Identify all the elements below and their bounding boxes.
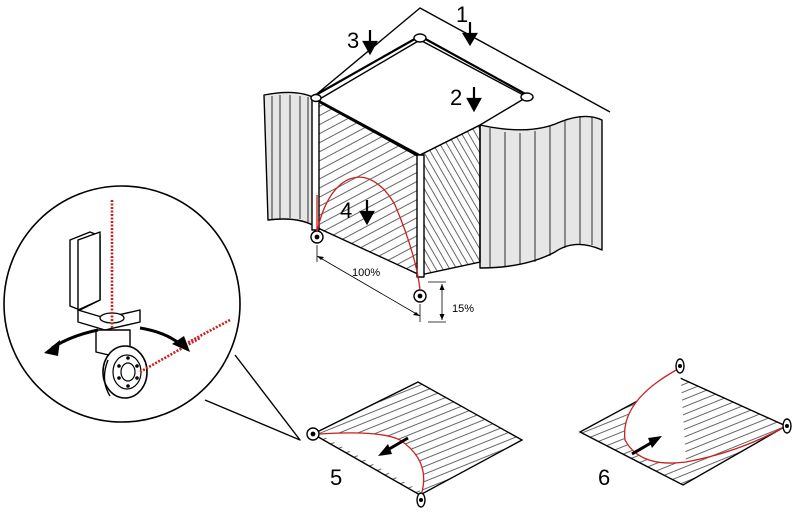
sag-dimension <box>428 281 446 323</box>
step-5-pulley-left <box>306 427 320 441</box>
step-1-label: 1 <box>456 2 468 27</box>
center-post <box>416 154 425 278</box>
step-6-pulley-top <box>675 358 685 374</box>
span-dimension <box>316 245 421 322</box>
top-pulley-back <box>413 33 427 43</box>
step-1-arrow <box>462 22 478 47</box>
step-6-pulley-right <box>782 418 792 434</box>
step-5-panel: 5 <box>306 381 524 508</box>
top-pulley-left <box>310 93 322 103</box>
step-5-label: 5 <box>330 465 342 490</box>
span-label: 100% <box>352 267 380 279</box>
step-4-label: 4 <box>340 198 352 223</box>
step-4-arrow <box>359 200 375 226</box>
step-3-arrow <box>362 30 378 56</box>
right-drape-panel <box>479 115 603 269</box>
sag-label: 15% <box>452 303 474 315</box>
step-5-hatched-sheet <box>311 381 524 496</box>
detail-pulley-wheel <box>102 345 148 399</box>
pulley-detail-callout <box>3 185 301 441</box>
top-face <box>317 39 528 156</box>
step-6-label: 6 <box>598 465 610 490</box>
truss-frame-outer <box>311 7 611 113</box>
top-pulley-right <box>520 92 534 102</box>
step-5-pulley-bottom <box>416 492 426 508</box>
chain-sag-curve <box>316 176 421 291</box>
detail-chain-diagonal-b <box>184 318 231 346</box>
step-3-label: 3 <box>347 28 359 53</box>
step-2-label: 2 <box>450 85 462 110</box>
truss-stage-illustration: 100% 15% 1 2 3 4 <box>263 2 611 323</box>
left-post <box>311 97 320 231</box>
bottom-left-pulley <box>310 230 324 244</box>
step-6-panel: 6 <box>578 358 792 490</box>
step-2-arrow <box>466 87 482 113</box>
detail-chain-diagonal-a <box>139 336 201 374</box>
bottom-center-pulley <box>413 289 427 303</box>
